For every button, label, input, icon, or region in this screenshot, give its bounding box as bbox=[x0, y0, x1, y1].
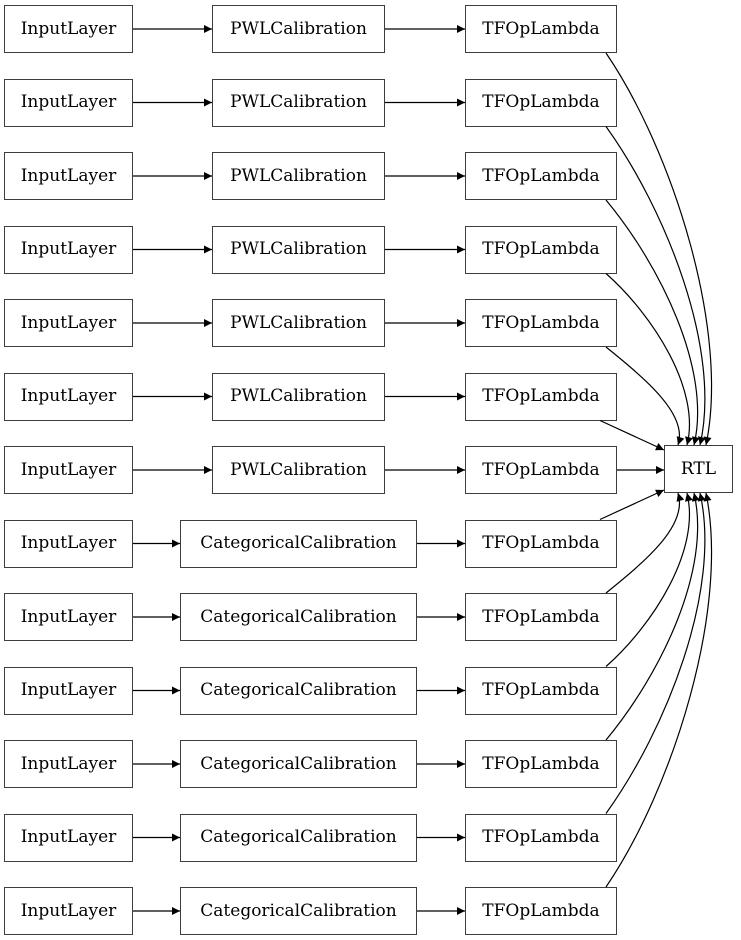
input-layer-node: InputLayer bbox=[4, 78, 133, 127]
input-layer-node: InputLayer bbox=[4, 593, 133, 641]
input-layer-node: InputLayer bbox=[4, 519, 133, 568]
tfop-lambda-node: TFOpLambda bbox=[465, 5, 617, 53]
input-layer-node: InputLayer bbox=[4, 372, 133, 421]
input-layer-node: InputLayer bbox=[4, 5, 133, 53]
edge-op-to-sink bbox=[605, 52, 713, 446]
tfop-lambda-node: TFOpLambda bbox=[465, 740, 617, 788]
calibration-node: CategoricalCalibration bbox=[180, 666, 417, 715]
calibration-node: PWLCalibration bbox=[212, 5, 385, 53]
input-layer-node: InputLayer bbox=[4, 446, 133, 494]
input-layer-node: InputLayer bbox=[4, 666, 133, 715]
rtl-sink-node: RTL bbox=[664, 445, 733, 493]
edge-op-to-sink bbox=[605, 492, 693, 667]
input-layer-node: InputLayer bbox=[4, 299, 133, 347]
edge-op-to-sink bbox=[605, 346, 685, 446]
edge-op-to-sink bbox=[599, 489, 665, 521]
tfop-lambda-node: TFOpLambda bbox=[465, 593, 617, 641]
tfop-lambda-node: TFOpLambda bbox=[465, 446, 617, 494]
calibration-node: PWLCalibration bbox=[212, 78, 385, 127]
edge-op-to-sink bbox=[605, 199, 700, 446]
tfop-lambda-node: TFOpLambda bbox=[465, 299, 617, 347]
input-layer-node: InputLayer bbox=[4, 813, 133, 862]
tfop-lambda-node: TFOpLambda bbox=[465, 519, 617, 568]
input-layer-node: InputLayer bbox=[4, 740, 133, 788]
calibration-node: PWLCalibration bbox=[212, 446, 385, 494]
input-layer-node: InputLayer bbox=[4, 152, 133, 200]
edge-op-to-sink bbox=[605, 492, 685, 594]
tfop-lambda-node: TFOpLambda bbox=[465, 887, 617, 935]
edge-op-to-sink bbox=[605, 126, 706, 446]
calibration-node: PWLCalibration bbox=[212, 372, 385, 421]
tfop-lambda-node: TFOpLambda bbox=[465, 78, 617, 127]
calibration-node: CategoricalCalibration bbox=[180, 593, 417, 641]
calibration-node: CategoricalCalibration bbox=[180, 740, 417, 788]
calibration-node: CategoricalCalibration bbox=[180, 519, 417, 568]
calibration-node: CategoricalCalibration bbox=[180, 887, 417, 935]
input-layer-node: InputLayer bbox=[4, 887, 133, 935]
tfop-lambda-node: TFOpLambda bbox=[465, 372, 617, 421]
edge-op-to-sink bbox=[605, 273, 693, 446]
tfop-lambda-node: TFOpLambda bbox=[465, 152, 617, 200]
edge-op-to-sink bbox=[605, 492, 713, 888]
calibration-node: PWLCalibration bbox=[212, 225, 385, 274]
tfop-lambda-node: TFOpLambda bbox=[465, 813, 617, 862]
edge-op-to-sink bbox=[605, 492, 706, 814]
tfop-lambda-node: TFOpLambda bbox=[465, 225, 617, 274]
calibration-node: PWLCalibration bbox=[212, 152, 385, 200]
calibration-node: CategoricalCalibration bbox=[180, 813, 417, 862]
calibration-node: PWLCalibration bbox=[212, 299, 385, 347]
tfop-lambda-node: TFOpLambda bbox=[465, 666, 617, 715]
input-layer-node: InputLayer bbox=[4, 225, 133, 274]
edge-op-to-sink bbox=[605, 492, 700, 741]
